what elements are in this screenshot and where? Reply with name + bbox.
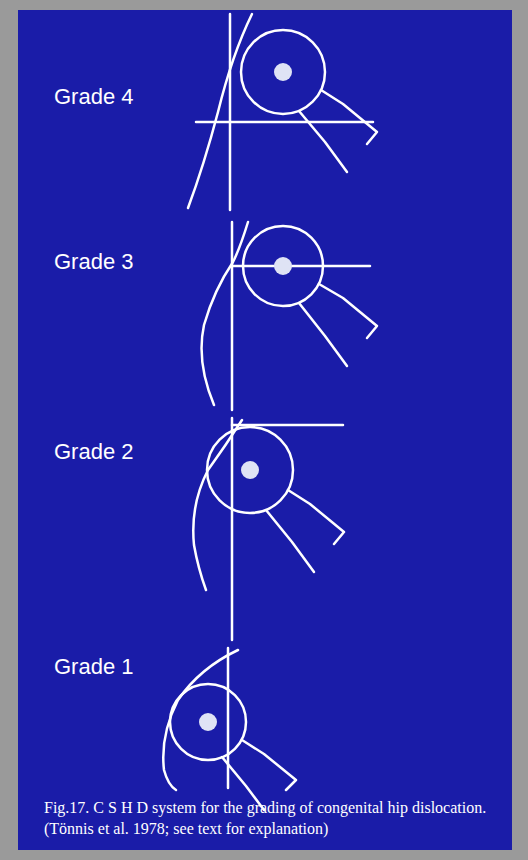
figure-caption: Fig.17. C S H D system for the grading o… xyxy=(44,798,490,840)
grade-label: Grade 4 xyxy=(54,84,134,110)
grade-label: Grade 1 xyxy=(54,654,134,680)
grade-label: Grade 3 xyxy=(54,249,134,275)
grade-label: Grade 2 xyxy=(54,439,134,465)
